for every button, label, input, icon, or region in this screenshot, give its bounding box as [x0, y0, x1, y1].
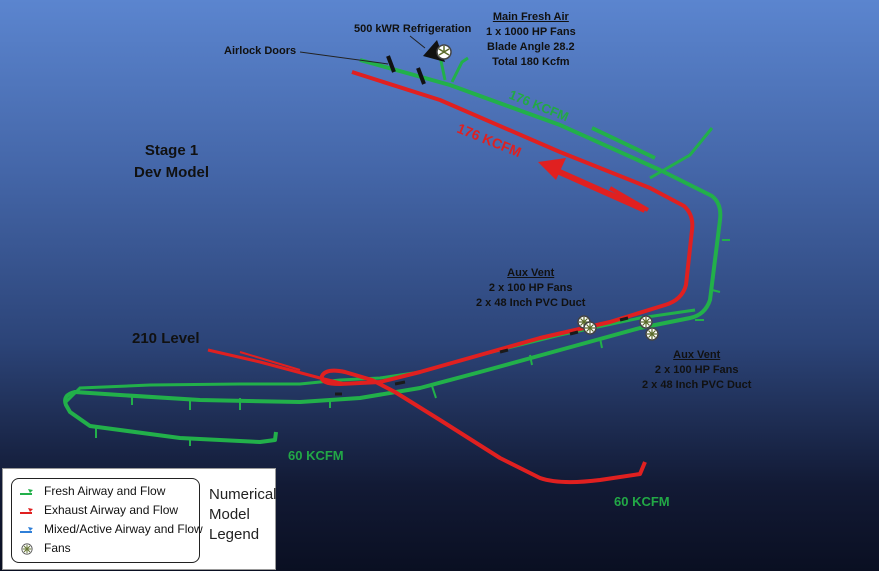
- main-fresh-air-line3: Total 180 Kcfm: [492, 56, 570, 68]
- fan-icon: [21, 543, 33, 555]
- fan-icon: [639, 315, 653, 329]
- fresh-airway-upper-branch: [649, 127, 714, 180]
- fan-icon: [645, 327, 659, 341]
- mixed-airway-segments: [335, 316, 629, 396]
- airlock-door-2: [416, 67, 426, 85]
- red-arrow-icon: [20, 508, 33, 514]
- airlock-label: Airlock Doors: [224, 45, 297, 57]
- diagram-title-line2: Dev Model: [134, 164, 210, 181]
- main-fresh-air-line2: Blade Angle 28.2: [487, 41, 575, 53]
- legend-label-mixed: Mixed/Active Airway and Flow: [44, 522, 203, 536]
- exhaust-flow-arrowhead: [538, 158, 566, 180]
- aux-vent-2-heading: Aux Vent: [673, 349, 721, 361]
- legend-label-fans: Fans: [44, 541, 71, 555]
- exhaust-flow-arrow-shaft: [553, 167, 647, 213]
- legend-title-line3: Legend: [209, 526, 260, 543]
- fresh-airway-main: [63, 58, 723, 444]
- exhaust-main-flow-label: 176 KCFM: [455, 120, 524, 160]
- diagram-title-line1: Stage 1: [144, 142, 199, 159]
- aux-vent-1-callout: Aux Vent 2 x 100 HP Fans 2 x 48 Inch PVC…: [476, 266, 585, 311]
- fresh-airway-short-branch: [591, 126, 656, 160]
- exhaust-airway-west: [207, 348, 346, 386]
- exhaust-airway-main: [319, 70, 695, 485]
- refrigeration-label: 500 kWR Refrigeration: [354, 23, 472, 35]
- fresh-lower-flow-label: 60 KCFM: [288, 448, 344, 463]
- airlock-pointer: [299, 51, 389, 65]
- diagram-title: Stage 1 Dev Model: [134, 140, 209, 184]
- fresh-airway-ticks: [95, 239, 730, 446]
- aux-vent-1-line1: 2 x 100 HP Fans: [488, 282, 573, 294]
- aux-vent-2-line2: 2 x 48 Inch PVC Duct: [642, 379, 752, 391]
- fan-icon: [436, 44, 452, 60]
- exhaust-airway-west-2: [239, 351, 301, 371]
- main-fresh-air-callout: Main Fresh Air 1 x 1000 HP Fans Blade An…: [486, 10, 576, 70]
- legend-title-line2: Model: [209, 506, 250, 523]
- main-fresh-air-heading: Main Fresh Air: [492, 11, 569, 23]
- aux-vent-1-line2: 2 x 48 Inch PVC Duct: [476, 297, 586, 309]
- legend-title: Numerical Model Legend: [209, 485, 277, 545]
- aux-vent-2-line1: 2 x 100 HP Fans: [654, 364, 739, 376]
- legend: Fresh Airway and Flow Exhaust Airway and…: [2, 468, 277, 570]
- level-label: 210 Level: [132, 330, 200, 347]
- blue-arrow-icon: [20, 527, 33, 533]
- legend-title-line1: Numerical: [209, 486, 277, 503]
- legend-label-exhaust: Exhaust Airway and Flow: [44, 503, 179, 517]
- green-arrow-icon: [20, 489, 33, 495]
- main-fresh-air-line1: 1 x 1000 HP Fans: [486, 26, 576, 38]
- legend-items: Fresh Airway and Flow Exhaust Airway and…: [11, 478, 203, 563]
- fan-icon: [583, 321, 597, 335]
- refrigeration-pointer: [409, 35, 426, 49]
- legend-label-fresh: Fresh Airway and Flow: [44, 484, 166, 498]
- aux-vent-1-heading: Aux Vent: [507, 267, 555, 279]
- airlock-door-1: [386, 55, 396, 73]
- exhaust-lower-flow-label: 60 KCFM: [614, 494, 670, 509]
- aux-vent-2-callout: Aux Vent 2 x 100 HP Fans 2 x 48 Inch PVC…: [642, 348, 751, 393]
